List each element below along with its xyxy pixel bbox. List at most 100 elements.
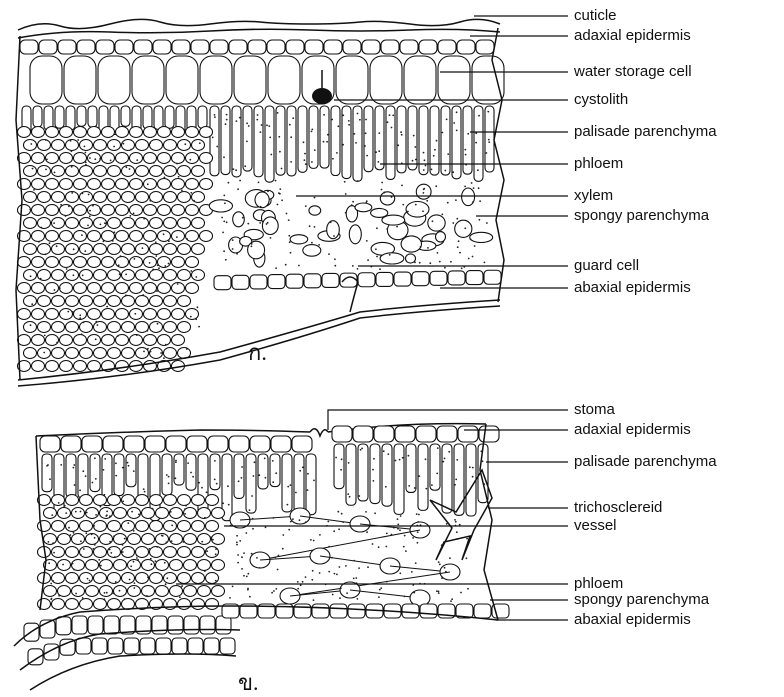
stipple-dot — [290, 521, 292, 523]
stipple-dot — [327, 134, 329, 136]
stipple-dot — [357, 598, 359, 600]
stipple-dot — [348, 462, 350, 464]
stipple-dot — [215, 580, 217, 582]
parenchyma-cell — [18, 257, 31, 268]
parenchyma-cell — [116, 153, 129, 164]
parenchyma-cell — [46, 127, 59, 138]
stipple-dot — [385, 546, 387, 548]
stipple-dot — [290, 252, 292, 254]
stipple-dot — [155, 560, 157, 562]
epidermal-cell — [402, 604, 419, 618]
epidermal-cell — [438, 40, 456, 54]
parenchyma-cell — [44, 586, 57, 597]
parenchyma-cell — [80, 599, 93, 610]
stipple-dot — [85, 475, 87, 477]
stipple-dot — [332, 594, 334, 596]
stipple-dot — [48, 562, 50, 564]
parenchyma-cell — [66, 244, 79, 255]
stipple-dot — [450, 261, 452, 263]
stipple-dot — [45, 169, 47, 171]
stipple-dot — [176, 236, 178, 238]
stipple-dot — [118, 264, 120, 266]
stipple-dot — [204, 517, 206, 519]
parenchyma-cell — [192, 521, 205, 532]
stipple-dot — [478, 115, 480, 117]
stipple-dot — [373, 458, 375, 460]
stipple-dot — [354, 133, 356, 135]
stipple-dot — [455, 521, 457, 523]
parenchyma-cell — [170, 508, 183, 519]
top-spongy-cells — [209, 180, 492, 271]
stipple-dot — [423, 152, 425, 154]
epidermal-cell — [229, 436, 249, 452]
stipple-dot — [355, 577, 357, 579]
stipple-dot — [77, 139, 79, 141]
epidermal-cell — [172, 40, 190, 54]
epidermal-cell — [191, 40, 209, 54]
stipple-dot — [357, 268, 359, 270]
stipple-dot — [299, 470, 301, 472]
stipple-dot — [253, 475, 255, 477]
stipple-dot — [163, 233, 165, 235]
parenchyma-cell — [18, 127, 31, 138]
parenchyma-cell — [192, 218, 205, 229]
stipple-dot — [82, 470, 84, 472]
palisade-cell — [406, 444, 416, 492]
water-storage-cell — [200, 56, 232, 104]
stipple-dot — [95, 321, 97, 323]
parenchyma-cell — [108, 192, 121, 203]
bottom-ground-tissue — [24, 495, 235, 665]
stipple-dot — [441, 214, 443, 216]
stipple-dot — [266, 124, 268, 126]
stipple-dot — [353, 578, 355, 580]
stipple-dot — [455, 479, 457, 481]
stipple-dot — [397, 518, 399, 520]
parenchyma-cell — [212, 560, 225, 571]
epidermal-cell — [220, 638, 235, 654]
stipple-dot — [237, 562, 239, 564]
stipple-dot — [286, 213, 288, 215]
parenchyma-cell — [32, 309, 45, 320]
stipple-dot — [190, 192, 192, 194]
stipple-dot — [311, 131, 313, 133]
stipple-dot — [328, 546, 330, 548]
parenchyma-cell — [122, 322, 135, 333]
stipple-dot — [332, 158, 334, 160]
stipple-dot — [436, 140, 438, 142]
stipple-dot — [334, 573, 336, 575]
stipple-dot — [85, 164, 87, 166]
stipple-dot — [133, 213, 135, 215]
stipple-dot — [214, 114, 216, 116]
stipple-dot — [244, 165, 246, 167]
stipple-dot — [147, 183, 149, 185]
stipple-dot — [115, 581, 117, 583]
parenchyma-cell — [150, 547, 163, 558]
stipple-dot — [460, 592, 462, 594]
stipple-dot — [148, 308, 150, 310]
palisade-cell — [375, 106, 384, 170]
label-palisade-parenchyma-top: palisade parenchyma — [574, 123, 717, 140]
parenchyma-cell — [122, 192, 135, 203]
epidermal-cell — [232, 275, 249, 289]
stipple-dot — [392, 115, 394, 117]
palisade-cell — [287, 106, 296, 176]
stipple-dot — [348, 120, 350, 122]
stipple-dot — [103, 240, 105, 242]
epidermal-cell — [400, 40, 418, 54]
stipple-dot — [352, 201, 354, 203]
stipple-dot — [414, 146, 416, 148]
epidermal-cell — [294, 604, 311, 618]
stipple-dot — [340, 587, 342, 589]
parenchyma-cell — [94, 547, 107, 558]
stipple-dot — [161, 535, 163, 537]
stipple-dot — [415, 159, 417, 161]
epidermal-cell — [248, 40, 266, 54]
epidermal-cell — [419, 40, 437, 54]
spongy-cell — [255, 192, 269, 208]
spongy-connector — [350, 590, 420, 598]
stipple-dot — [395, 460, 397, 462]
stipple-dot — [122, 544, 124, 546]
stipple-dot — [106, 511, 108, 513]
stipple-dot — [239, 540, 241, 542]
stipple-dot — [479, 219, 481, 221]
